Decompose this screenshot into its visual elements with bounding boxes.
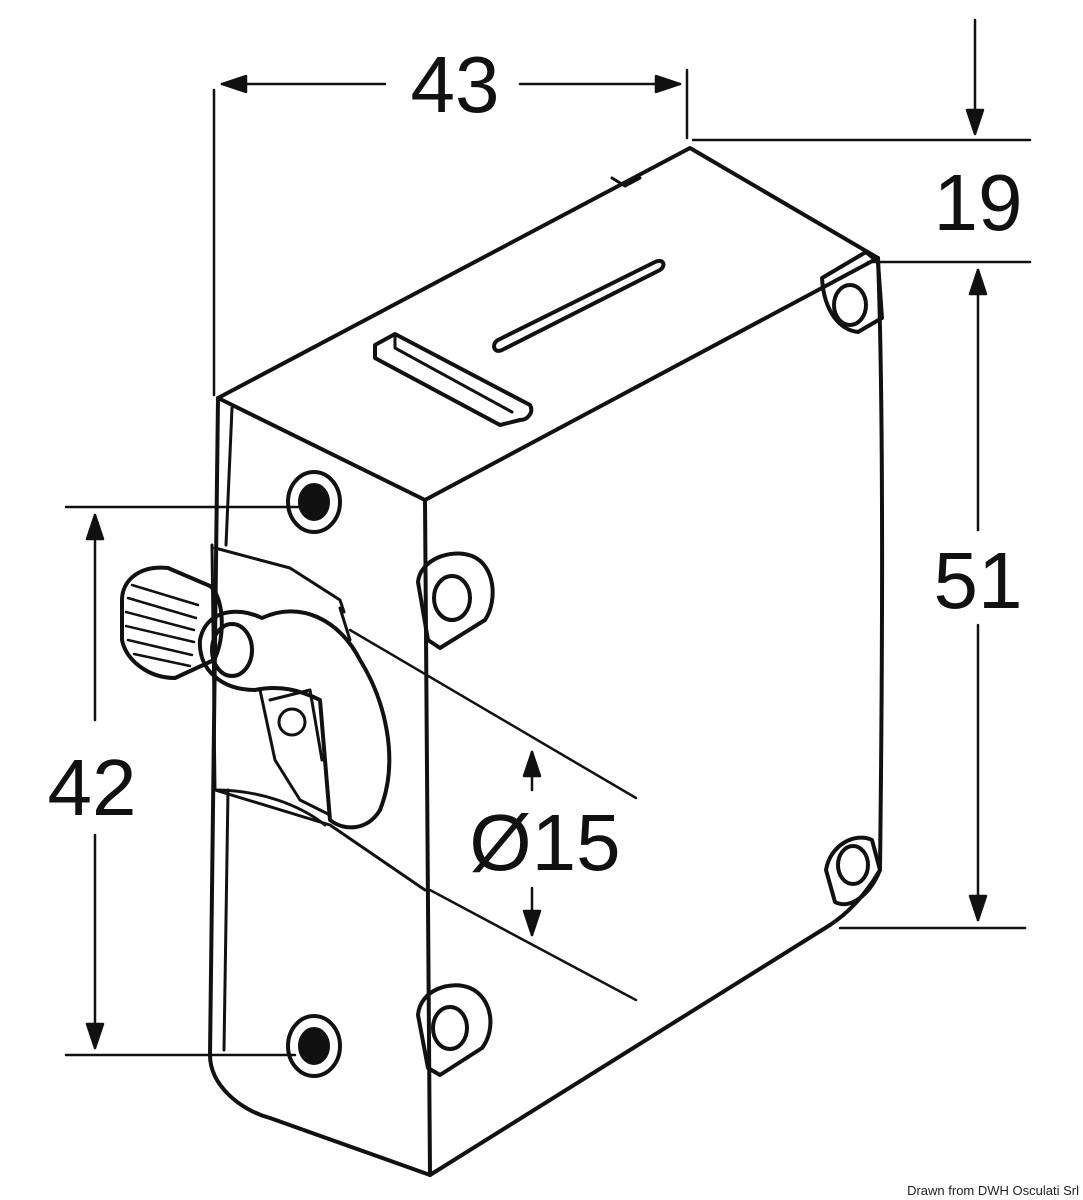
top-slot-short — [373, 332, 534, 427]
front-right-edge — [423, 498, 432, 1177]
knurled-knob — [120, 565, 224, 680]
actuator-assembly — [120, 543, 427, 892]
mounting-tab-upper — [416, 551, 495, 650]
top-face — [216, 146, 880, 502]
front-face-rim — [222, 406, 234, 1052]
dimension-lines — [64, 18, 1032, 1057]
dim-depth-label: 19 — [934, 158, 1023, 247]
mounting-tab-lower — [416, 983, 493, 1077]
dim-knob-diameter-label: Ø15 — [469, 798, 620, 887]
breaker-body — [208, 146, 884, 1177]
dim-width-label: 43 — [411, 40, 500, 129]
mounting-tab-rear-bottom — [824, 835, 882, 907]
terminal-screw-top — [286, 470, 342, 534]
dim-mount-spacing-label: 42 — [48, 743, 137, 832]
mounting-tab-rear-top — [820, 250, 884, 334]
drawing-credit: Drawn from DWH Osculati Srl — [907, 1183, 1079, 1198]
toggle-lever — [197, 609, 392, 830]
right-back-edge — [828, 256, 884, 927]
bottom-edge — [428, 923, 832, 1177]
top-slot-long — [492, 259, 666, 353]
front-face-outline — [208, 396, 432, 1177]
dim-height-label: 51 — [934, 536, 1023, 625]
terminal-screw-bottom — [286, 1014, 342, 1078]
